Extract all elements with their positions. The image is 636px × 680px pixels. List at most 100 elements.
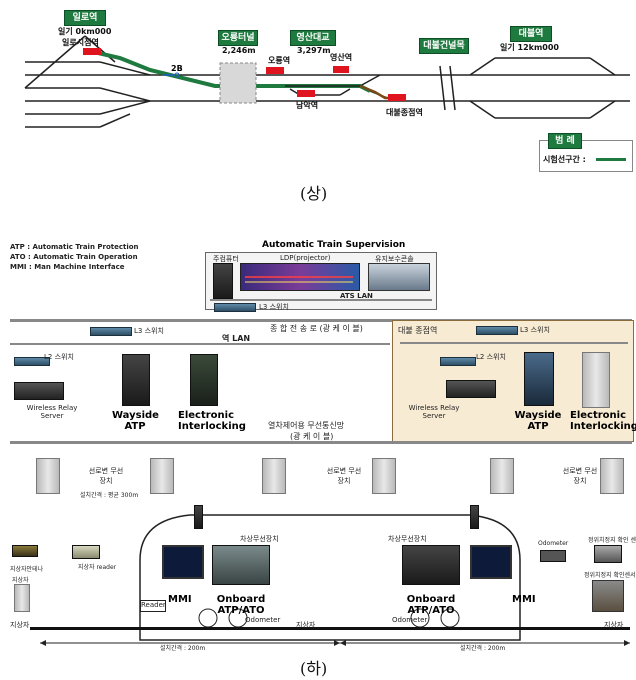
right-wrs-label: Wireless Relay Server	[404, 404, 464, 420]
antenna-right	[470, 505, 479, 529]
wayside-radio-5	[490, 458, 514, 494]
red-block-yeongsan	[333, 66, 349, 73]
tag-reader-device	[72, 545, 100, 559]
tunnel-len: 2,246m	[222, 46, 256, 55]
onboard-right-rack	[402, 545, 460, 585]
right-relay-server	[446, 380, 496, 398]
station-lan-bus	[10, 343, 390, 345]
note-mmi: MMI : Man Machine Interface	[10, 263, 125, 271]
ats-title: Automatic Train Supervision	[262, 240, 405, 250]
right-ei-rack	[582, 352, 610, 408]
mmi-left-label: MMI	[168, 594, 192, 605]
right-ei-label: Electronic Interlocking	[570, 410, 626, 432]
label-namak: 남악역	[296, 100, 318, 111]
onboard-left-label: Onboard ATP/ATO	[206, 594, 276, 616]
ilro-sub: 일로시점역	[62, 37, 99, 48]
rail	[30, 627, 630, 630]
caption-top: (상)	[300, 180, 327, 204]
tag-label-mid: 지상자	[296, 620, 315, 630]
odometer-right: Odometer	[392, 616, 427, 624]
wayside-radio-label-3: 선로변 무선장치	[562, 466, 598, 486]
daebul-box-label: 대불 종점역	[398, 325, 437, 336]
onboard-radio-right: 차상무선장치	[388, 534, 427, 544]
ats-ldp-label: LDP(projector)	[280, 254, 330, 262]
radio-net-label2: (광 케 이 블)	[290, 431, 333, 442]
right-l3-label: L3 스위치	[520, 325, 550, 335]
side-left3: 지상자	[12, 575, 29, 584]
wayside-radio-2	[150, 458, 174, 494]
install-arrows	[40, 636, 630, 650]
label-daebul-sub: 대불종점역	[386, 107, 423, 118]
ats-lan-label: ATS LAN	[340, 292, 373, 300]
red-block-namak	[297, 90, 315, 97]
side-left2: 지상자 reader	[78, 562, 116, 571]
tag-antenna-device	[12, 545, 38, 557]
daebul-km: 일기 12km000	[500, 42, 559, 53]
left-ei-rack	[190, 354, 218, 406]
label-yeongsan-text: 영산역	[330, 52, 352, 63]
right-wayside-atp-rack	[524, 352, 554, 406]
right-l2-switch	[440, 357, 476, 366]
sign-daebul: 대불역	[510, 26, 552, 42]
antenna-left	[194, 505, 203, 529]
caption-bottom: (하)	[300, 655, 327, 679]
console	[368, 263, 430, 291]
radio-net-label: 열차제어용 무선통신망	[268, 420, 344, 431]
ats-l3-switch	[214, 303, 256, 312]
mmi-right	[470, 545, 512, 579]
red-block-ilro	[83, 48, 101, 55]
ats-lan-bus	[210, 299, 432, 301]
tag-device	[14, 584, 30, 612]
note-ato: ATO : Automatic Train Operation	[10, 253, 138, 261]
odometer-device	[540, 550, 566, 562]
legend-item: 시험선구간 :	[543, 154, 586, 165]
left-l3-label: L3 스위치	[134, 326, 164, 336]
wayside-radio-label-1: 선로변 무선장치	[88, 466, 124, 486]
mmi-left	[162, 545, 204, 579]
right-l2-label: L2 스위치	[476, 352, 506, 362]
left-wayside-atp-label: Wayside ATP	[112, 410, 158, 432]
wayside-radio-4	[372, 458, 396, 494]
note-atp: ATP : Automatic Train Protection	[10, 243, 139, 251]
onboard-left-rack	[212, 545, 270, 585]
reader-label: Reader	[141, 601, 166, 609]
onboard-radio-left: 차상무선장치	[240, 534, 279, 544]
left-wayside-atp-rack	[122, 354, 150, 406]
side-right3: 정위치정지 확인센서	[584, 570, 636, 579]
left-wrs-label: Wireless Relay Server	[22, 404, 82, 420]
ldp-lines	[240, 263, 358, 289]
side-right2: 정위치정지 확인 센서	[588, 535, 636, 544]
right-l3-switch	[476, 326, 518, 335]
wayside-radio-3	[262, 458, 286, 494]
label-oryong: 오룡역	[268, 55, 290, 66]
wayside-radio-label-2: 선로변 무선장치	[326, 466, 362, 486]
bridge-len: 3,297m	[297, 46, 331, 55]
install-left: 설치간격 : 200m	[160, 643, 205, 652]
side-right1: Odometer	[538, 540, 568, 547]
side-left1: 지상자안테나	[10, 564, 43, 573]
stop-sensor-device	[594, 545, 622, 563]
red-block-daebul-sub	[388, 94, 406, 101]
sign-ilro: 일로역	[64, 10, 106, 26]
stop-sensor-photo	[592, 580, 624, 612]
left-l2-label: L2 스위치	[44, 352, 74, 362]
sign-overpass: 대불건널목	[419, 38, 469, 54]
odometer-left: Odometer	[245, 616, 280, 624]
ilro-km: 일기 0km000	[58, 26, 111, 37]
sign-tunnel: 오룡터널	[218, 30, 258, 46]
tag-label-right: 지상자	[604, 620, 623, 630]
legend-title: 범 례	[548, 133, 582, 149]
red-block-oryong	[266, 67, 284, 74]
onboard-right-label: Onboard ATP/ATO	[396, 594, 466, 616]
left-relay-server	[14, 382, 64, 400]
svg-text:2B: 2B	[171, 64, 183, 73]
right-wayside-atp-label: Wayside ATP	[514, 410, 562, 432]
spacing-label: 설치간격 : 평균 300m	[80, 490, 138, 499]
wayside-radio-1	[36, 458, 60, 494]
left-ei-label: Electronic Interlocking	[178, 410, 234, 432]
wayside-radio-6	[600, 458, 624, 494]
ats-l3-label: L3 스위치	[259, 302, 289, 312]
mmi-right-label: MMI	[512, 594, 536, 605]
right-lan-bus	[400, 342, 628, 344]
main-computer	[213, 263, 233, 299]
